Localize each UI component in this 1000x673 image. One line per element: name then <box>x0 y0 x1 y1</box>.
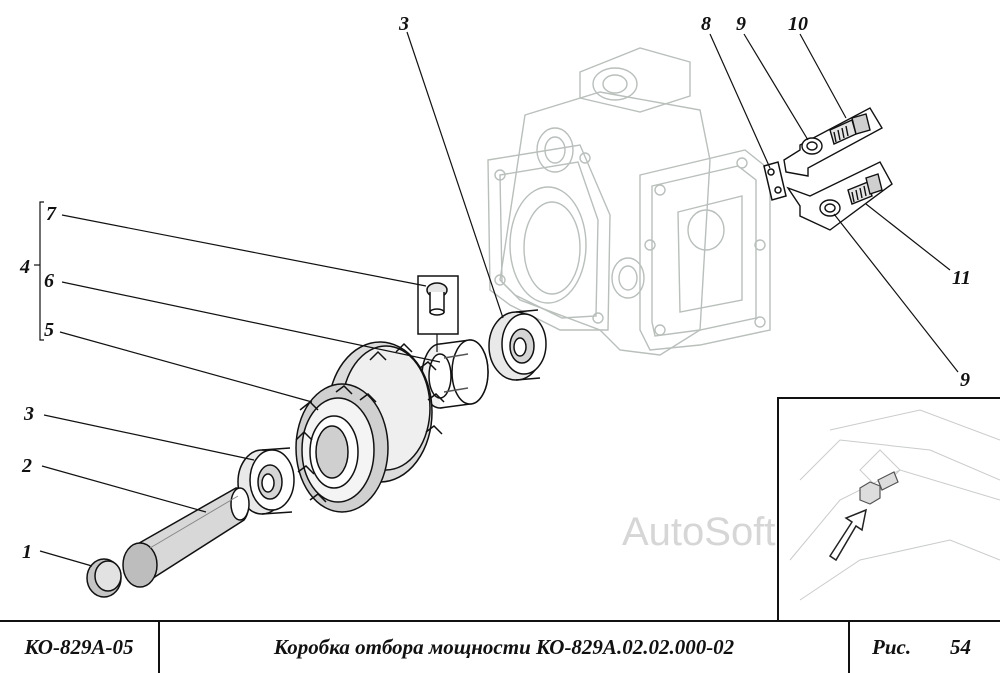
retaining-pin <box>417 275 459 352</box>
callout-3-left: 3 <box>23 403 34 425</box>
ball-bearing-left <box>237 447 295 515</box>
callout-8: 8 <box>701 13 711 35</box>
callout-1: 1 <box>22 541 32 563</box>
callout-6: 6 <box>44 270 54 292</box>
upper-bolt-assembly <box>783 107 883 177</box>
callout-3-top: 3 <box>398 13 409 35</box>
callout-7: 7 <box>46 203 57 225</box>
shaft <box>122 487 250 588</box>
drawing-title: Коробка отбора мощности КО-829А.02.02.00… <box>160 622 850 673</box>
callout-labels: 3 8 9 10 7 4 6 5 11 9 3 2 1 <box>19 13 971 563</box>
lower-bolt-assembly <box>786 161 893 231</box>
model-code: КО-829А-05 <box>0 622 160 673</box>
callout-5: 5 <box>44 319 54 341</box>
figure-label: Рис. <box>872 635 912 659</box>
figure-cell: Рис. 54 <box>850 622 1000 673</box>
exploded-parts-diagram: 3 8 9 10 7 4 6 5 11 9 3 2 1 <box>19 13 1000 620</box>
end-cap <box>86 558 122 598</box>
callout-4: 4 <box>19 256 30 278</box>
leader-lines <box>34 31 959 567</box>
ball-bearing-right <box>488 309 547 381</box>
callout-11: 11 <box>952 267 971 289</box>
gear-block <box>295 341 445 513</box>
figure-number: 54 <box>950 635 971 659</box>
callout-9-bottom: 9 <box>960 369 970 391</box>
location-inset <box>777 397 1000 620</box>
location-arrow <box>828 508 868 562</box>
title-block: КО-829А-05 Коробка отбора мощности КО-82… <box>0 620 1000 673</box>
callout-2: 2 <box>21 455 32 477</box>
callout-9-top: 9 <box>736 13 746 35</box>
callout-10: 10 <box>788 13 808 35</box>
bracket-plate <box>763 161 787 201</box>
gearbox-housing <box>487 47 771 356</box>
